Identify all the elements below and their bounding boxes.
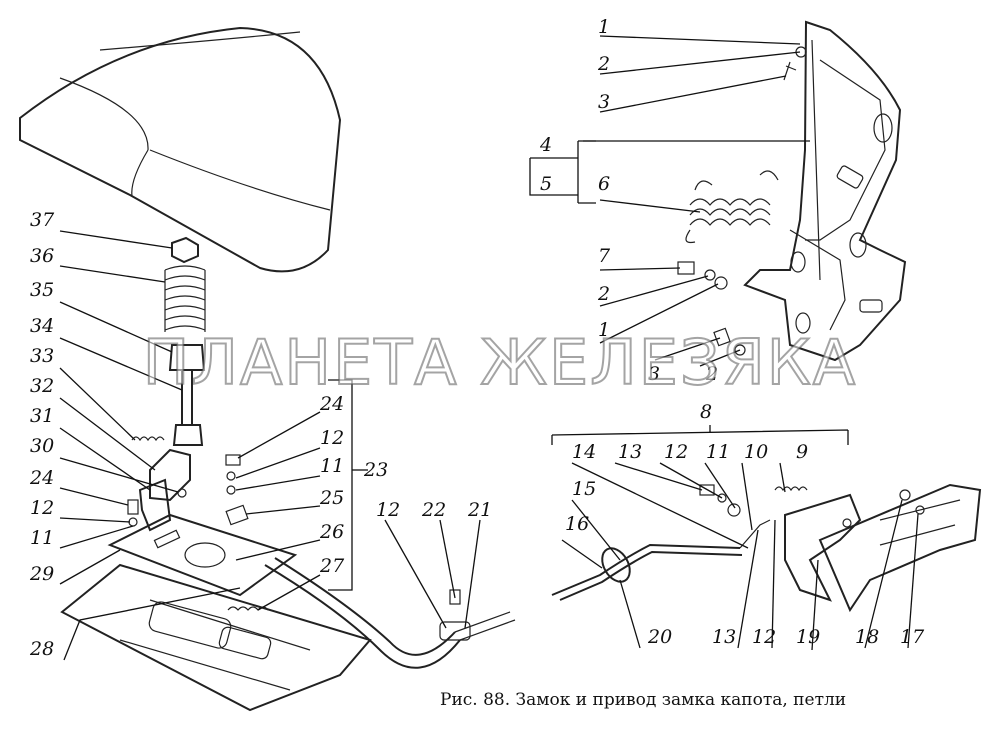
callout-35: 35 xyxy=(30,279,54,301)
hood-drawing xyxy=(19,26,342,273)
callout-11: 11 xyxy=(706,441,730,463)
callout-17: 17 xyxy=(900,626,925,648)
lock-mechanism-drawing xyxy=(60,236,372,712)
callout-3: 3 xyxy=(598,91,610,113)
callout-21: 21 xyxy=(467,499,492,521)
callout-29: 29 xyxy=(29,563,54,585)
callout-31: 31 xyxy=(30,405,54,427)
callout-25: 25 xyxy=(319,487,344,509)
callout-13: 13 xyxy=(712,626,736,648)
callout-12: 12 xyxy=(30,497,54,519)
callout-13: 13 xyxy=(618,441,642,463)
callout-12: 12 xyxy=(376,499,400,521)
cable-drawing xyxy=(225,454,516,669)
callout-2: 2 xyxy=(597,283,610,305)
callout-37: 37 xyxy=(30,209,55,231)
callout-23: 23 xyxy=(363,459,388,481)
callout-22: 22 xyxy=(421,499,446,521)
callout-27: 27 xyxy=(319,555,345,577)
callout-16: 16 xyxy=(565,513,589,535)
callout-8: 8 xyxy=(700,401,712,423)
callout-10: 10 xyxy=(744,441,768,463)
callout-32: 32 xyxy=(30,375,54,397)
callout-11: 11 xyxy=(320,455,344,477)
callout-1: 1 xyxy=(598,16,610,38)
callout-18: 18 xyxy=(855,626,879,648)
watermark-text: ПЛАНЕТА ЖЕЛЕЗЯКА xyxy=(142,325,858,400)
callout-26: 26 xyxy=(319,521,344,543)
callout-24: 24 xyxy=(319,393,344,415)
callout-28: 28 xyxy=(29,638,54,660)
callout-6: 6 xyxy=(598,173,610,195)
release-bracket-drawing xyxy=(551,483,982,613)
callout-14: 14 xyxy=(572,441,596,463)
callout-3: 3 xyxy=(648,363,660,385)
callout-2: 2 xyxy=(705,363,718,385)
callout-12: 12 xyxy=(752,626,776,648)
callout-1: 1 xyxy=(598,319,610,341)
callout-30: 30 xyxy=(30,435,54,457)
callout-15: 15 xyxy=(572,478,596,500)
callout-7: 7 xyxy=(598,245,611,267)
callout-24: 24 xyxy=(29,467,54,489)
figure-caption: Рис. 88. Замок и привод замка капота, пе… xyxy=(440,690,847,710)
callout-19: 19 xyxy=(796,626,820,648)
callout-4: 4 xyxy=(539,134,552,156)
callout-12: 12 xyxy=(320,427,344,449)
callout-36: 36 xyxy=(30,245,54,267)
callout-33: 33 xyxy=(30,345,54,367)
callout-12: 12 xyxy=(664,441,688,463)
callout-11: 11 xyxy=(30,527,54,549)
callout-20: 20 xyxy=(647,626,672,648)
callout-labels: 1 2 3 4 5 6 7 2 1 3 2 8 14 13 12 11 10 9… xyxy=(29,16,925,660)
callout-2: 2 xyxy=(597,53,610,75)
callout-5: 5 xyxy=(540,173,552,195)
callout-34: 34 xyxy=(30,315,54,337)
leader-lines xyxy=(59,35,919,661)
hinge-assembly-drawing xyxy=(677,20,907,362)
callout-9: 9 xyxy=(796,441,808,463)
